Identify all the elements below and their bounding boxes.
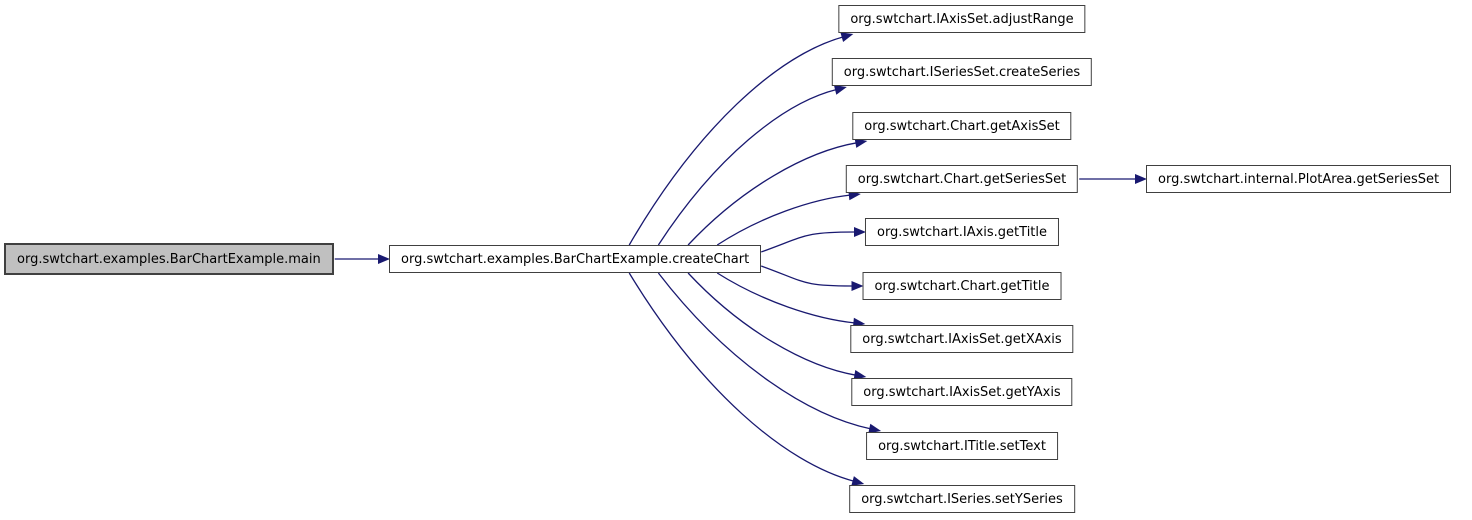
call-edge <box>761 265 852 287</box>
node-iaxisset-adjustrange[interactable]: org.swtchart.IAxisSet.adjustRange <box>838 5 1086 33</box>
call-edge <box>628 36 844 246</box>
call-edge <box>716 272 856 324</box>
node-iseriesset-createseries[interactable]: org.swtchart.ISeriesSet.createSeries <box>831 58 1093 86</box>
node-chart-gettitle[interactable]: org.swtchart.Chart.getTitle <box>862 272 1062 300</box>
arrowhead <box>853 370 867 380</box>
arrowhead <box>833 85 847 95</box>
arrowhead <box>854 227 866 237</box>
node-chart-getaxisset[interactable]: org.swtchart.Chart.getAxisSet <box>852 112 1072 140</box>
call-edge <box>687 272 857 376</box>
node-iaxis-gettitle[interactable]: org.swtchart.IAxis.getTitle <box>864 218 1060 246</box>
node-iaxisset-getxaxis[interactable]: org.swtchart.IAxisSet.getXAxis <box>850 325 1074 353</box>
node-iseries-setyseries[interactable]: org.swtchart.ISeries.setYSeries <box>849 485 1075 513</box>
node-plotarea-getseriesset[interactable]: org.swtchart.internal.PlotArea.getSeries… <box>1146 165 1452 193</box>
call-edge <box>628 272 855 483</box>
arrowhead <box>854 138 868 148</box>
node-create-chart[interactable]: org.swtchart.examples.BarChartExample.cr… <box>389 245 762 273</box>
node-main: org.swtchart.examples.BarChartExample.ma… <box>4 243 334 275</box>
call-edge <box>657 88 838 246</box>
call-edge <box>657 272 872 430</box>
node-chart-getseriesset[interactable]: org.swtchart.Chart.getSeriesSet <box>845 165 1079 193</box>
arrowhead <box>1135 174 1147 184</box>
arrowhead <box>378 254 390 264</box>
arrowhead <box>868 423 882 434</box>
call-edge <box>687 142 858 246</box>
arrowhead <box>851 476 865 486</box>
arrowhead <box>840 32 854 42</box>
call-edge <box>716 194 851 246</box>
call-edge <box>761 231 854 253</box>
node-iaxisset-getyaxis[interactable]: org.swtchart.IAxisSet.getYAxis <box>851 378 1073 406</box>
arrowhead <box>851 281 864 291</box>
node-ititle-settext[interactable]: org.swtchart.ITitle.setText <box>866 432 1058 460</box>
